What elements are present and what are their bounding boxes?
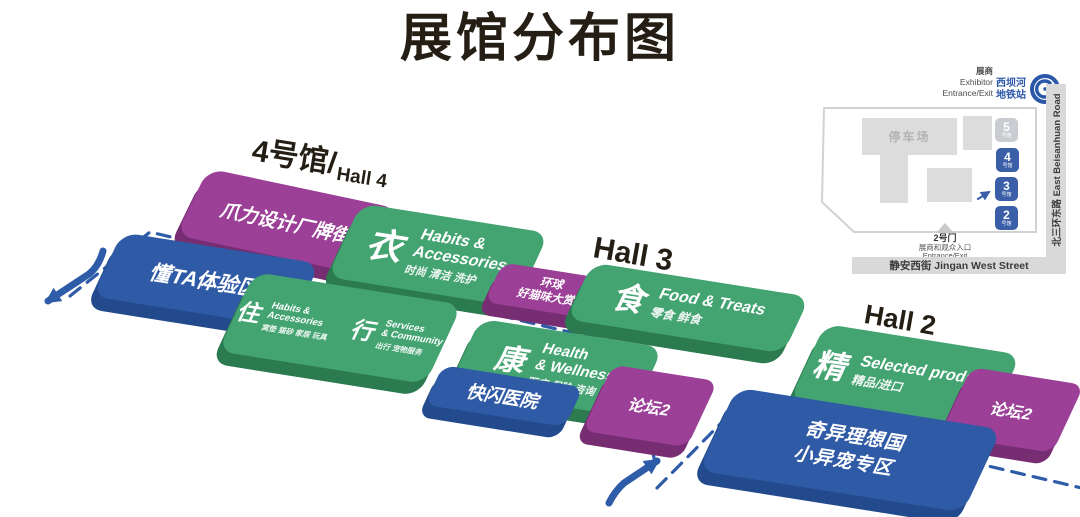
building-block <box>963 116 992 150</box>
zone-label-line1: 环球 <box>538 276 567 292</box>
hall-badge-number: 2 <box>1003 208 1010 222</box>
hall-badge-number: 4 <box>1004 150 1011 164</box>
hall-badge-number: 3 <box>1003 179 1010 193</box>
shuttle-arrow-bottom-icon <box>976 190 991 201</box>
building-block <box>927 168 972 202</box>
zone-label: 快闪医院 <box>463 381 544 413</box>
zone-char: 食 <box>607 279 655 319</box>
street-south-label: 静安西街 Jingan West Street <box>889 260 1029 272</box>
metro-station-label: 西坝河 地铁站 <box>996 78 1026 102</box>
gate-2-triangle-icon <box>936 223 954 233</box>
page-title: 展馆分布图 <box>399 10 681 68</box>
gate-2-label: 2号门 展商和观众入口 Entrance/Exit <box>880 233 1010 261</box>
hall-badge-suffix: 号馆 <box>1001 192 1012 198</box>
exhibitor-entrance-en2: Entrance/Exit <box>942 88 993 99</box>
metro-station-word: 地铁站 <box>996 90 1026 101</box>
zone-label: 爪力设计厂牌街 <box>216 200 357 248</box>
street-south-bar: 静安西街 Jingan West Street <box>852 257 1066 274</box>
zone-char: 住 <box>232 299 267 328</box>
direction-arrow-bottom-icon <box>605 457 661 507</box>
gate-2-desc-en: Entrance/Exit <box>922 251 968 261</box>
hall-badge-suffix: 号馆 <box>1001 221 1012 227</box>
zone-zhu: 住 Habits & Accessories 窝垫 猫砂 家居 玩具 <box>231 296 339 342</box>
hall-badge-4: 4 号馆 <box>996 148 1019 172</box>
zone-char: 精 <box>808 346 856 386</box>
direction-arrow-left-icon <box>44 247 107 305</box>
zone-label: 论坛2 <box>986 401 1035 424</box>
zone-char: 衣 <box>360 224 415 269</box>
exhibitor-entrance-cn: 展商 <box>975 66 993 76</box>
zone-char: 行 <box>346 317 381 346</box>
exhibitor-entrance-label: 展商 Exhibitor Entrance/Exit <box>942 66 993 99</box>
road-east-label: 北三环东路 East Beisanhuan Road <box>1052 93 1063 247</box>
parking-lot: 停车场 <box>862 118 957 155</box>
exhibitor-entrance-en1: Exhibitor <box>959 77 993 88</box>
building-block <box>880 155 908 203</box>
hall-badge-2: 2 号馆 <box>995 206 1018 230</box>
parking-label: 停车场 <box>888 130 931 144</box>
location-minimap: 展商 Exhibitor Entrance/Exit 西坝河 地铁站 停车场 5… <box>818 62 1080 287</box>
road-east-bar <box>1046 84 1066 258</box>
gate-2-name: 2号门 <box>933 233 957 243</box>
hall-badge-3: 3 号馆 <box>995 177 1018 201</box>
zone-label-line2: 好猫味大赏 <box>514 287 577 308</box>
hall-badge-suffix: 号馆 <box>1002 163 1013 169</box>
gate-2-desc-cn: 展商和观众入口 <box>918 242 972 252</box>
zone-xing: 行 Services & Community 出行 宠物服务 <box>345 315 449 360</box>
metro-station-name: 西坝河 <box>996 78 1026 89</box>
hall-badge-number: 5 <box>1003 120 1010 134</box>
hall-badge-suffix: 号馆 <box>1001 133 1012 139</box>
hall-badge-5: 5 号馆 <box>995 118 1018 142</box>
zone-label: 论坛2 <box>624 397 673 420</box>
